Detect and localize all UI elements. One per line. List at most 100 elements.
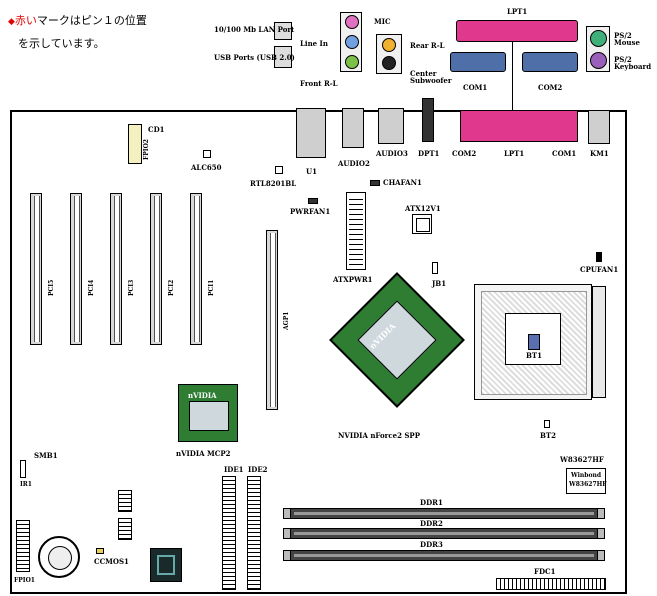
label-rtl8201bl: RTL8201BL: [250, 179, 297, 188]
label-center-sub: Center Subwoofer: [410, 69, 452, 85]
ps2-keyboard-port: [590, 52, 607, 69]
cpu-socket-lever: [592, 286, 606, 398]
u1-connector: [296, 108, 326, 158]
lpt1-pointer: [512, 42, 513, 110]
audio3-connector: [378, 108, 404, 144]
label-lpt1-top: LPT1: [507, 7, 528, 16]
note-red-text: 赤い: [14, 14, 37, 27]
label-pci2: PCI2: [168, 279, 175, 296]
pin1-note: ◆赤いマークはピン１の位置 を示しています。: [8, 10, 147, 54]
label-pci3: PCI3: [128, 279, 135, 296]
ps2-mouse-port: [590, 30, 607, 47]
label-chafan1: CHAFAN1: [383, 178, 422, 187]
label-mcp2-chip-mark: nVIDIA: [188, 391, 217, 400]
label-jb1: JB1: [432, 279, 447, 288]
label-ddr2: DDR2: [420, 519, 443, 528]
mic-jack: [345, 15, 359, 29]
atx12v1-connector: [412, 214, 432, 234]
pci-slot-2: [70, 193, 82, 345]
winbond-chip: Winbond W83627HF: [566, 468, 607, 494]
label-rear-rl: Rear R-L: [410, 41, 445, 50]
label-ide2: IDE2: [248, 465, 268, 474]
label-bt1: BT1: [526, 351, 542, 360]
label-ccmos1: CCMOS1: [94, 557, 129, 566]
ide1-connector: [222, 476, 236, 590]
label-winbond: Winbond: [571, 472, 602, 479]
label-audio2: AUDIO2: [338, 159, 370, 168]
label-atx12v1: ATX12V1: [405, 204, 441, 213]
label-w83627hf: W83627HF: [560, 455, 604, 464]
ddr1-slot: [283, 508, 605, 519]
label-pci5: PCI5: [48, 279, 55, 296]
pci-slot-1: [30, 193, 42, 345]
usb-port-connector: [274, 46, 292, 68]
label-mic: MIC: [374, 17, 391, 26]
label-u1: U1: [306, 167, 317, 176]
cd1-header: [128, 124, 142, 164]
label-com2: COM2: [452, 149, 477, 158]
label-fpio2: FPIO2: [143, 139, 150, 160]
label-smb1: SMB1: [34, 451, 58, 460]
fpio1-header: [16, 520, 30, 572]
pci-slot-5: [190, 193, 202, 345]
pci-slot-3: [110, 193, 122, 345]
ide2-connector: [247, 476, 261, 590]
mcp2-chip: [178, 384, 238, 442]
label-usb-ports: USB Ports (USB 2.0): [214, 53, 295, 62]
label-line-in: Line In: [300, 39, 328, 48]
smb1-header: [20, 460, 26, 478]
label-cd1: CD1: [148, 125, 165, 134]
label-dpt1: DPT1: [418, 149, 440, 158]
label-front-rl: Front R-L: [300, 79, 338, 88]
label-fdc1: FDC1: [534, 567, 556, 576]
label-com2-top: COM2: [538, 83, 563, 92]
jb1-jumper: [432, 262, 438, 274]
label-ddr3: DDR3: [420, 540, 443, 549]
label-pci4: PCI4: [88, 279, 95, 296]
audio2-connector: [342, 108, 364, 148]
bt2-jumper: [544, 420, 550, 428]
label-ide1: IDE1: [224, 465, 244, 474]
dpt1-connector: [422, 98, 434, 142]
header-block-1: [118, 490, 132, 512]
label-ir1: IR1: [20, 481, 32, 488]
post-code-display: [150, 548, 182, 582]
agp-slot: [266, 230, 278, 410]
label-nforce-spp: NVIDIA nForce2 SPP: [338, 431, 420, 440]
pci-slot-4: [150, 193, 162, 345]
center-sub-jack: [382, 56, 396, 70]
ccmos1-jumper: [96, 548, 104, 554]
fdc1-connector: [496, 578, 606, 590]
ddr2-slot: [283, 528, 605, 539]
label-pwrfan1: PWRFAN1: [290, 207, 331, 216]
cpu-socket: [474, 284, 592, 400]
label-alc650: ALC650: [191, 163, 222, 172]
header-block-2: [118, 518, 132, 540]
note-text-2: を示しています。: [18, 37, 105, 50]
label-fpio1: FPIO1: [14, 577, 35, 584]
rear-rl-jack: [382, 38, 396, 52]
cpufan1-header: [596, 252, 602, 262]
km1-connector: [588, 110, 610, 144]
com1-top-connector: [450, 52, 506, 72]
alc650-chip: [203, 150, 211, 158]
label-audio3: AUDIO3: [376, 149, 408, 158]
label-lan-port: 10/100 Mb LAN Port: [214, 25, 295, 34]
label-ddr1: DDR1: [420, 498, 443, 507]
front-rl-jack: [345, 55, 359, 69]
label-atxpwr1: ATXPWR1: [333, 275, 373, 284]
note-text-1: マークはピン１の位置: [36, 14, 147, 27]
label-winbond-part: W83627HF: [569, 481, 607, 488]
label-lpt1: LPT1: [504, 149, 525, 158]
ddr3-slot: [283, 550, 605, 561]
label-agp1: AGP1: [283, 311, 290, 330]
label-nforce-mcp2: nVIDIA MCP2: [176, 449, 231, 458]
pwrfan1-header: [308, 198, 318, 204]
label-pci1: PCI1: [208, 279, 215, 296]
lpt1-connector: [460, 110, 578, 142]
lpt1-top-connector: [456, 20, 578, 42]
lan-port-connector: [274, 22, 292, 40]
bt1-battery: [528, 334, 540, 350]
label-cpufan1: CPUFAN1: [580, 265, 619, 274]
rtl8201bl-chip: [275, 166, 283, 174]
